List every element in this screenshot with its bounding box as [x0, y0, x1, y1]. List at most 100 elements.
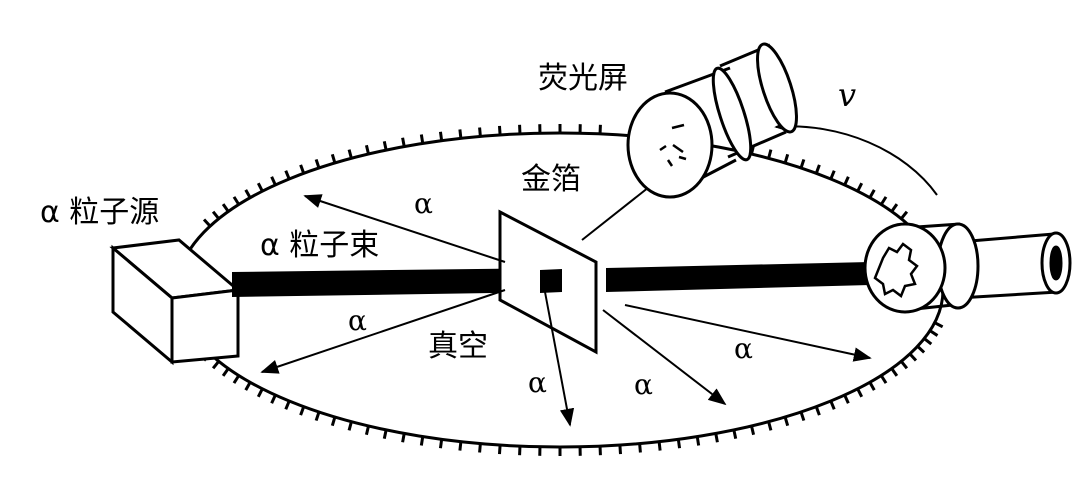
rim-tick [244, 189, 252, 199]
fluorescent-screen-scope [626, 42, 798, 199]
rim-tick [900, 360, 909, 370]
rim-tick [330, 416, 337, 427]
alpha-label-down: α [528, 366, 547, 399]
rim-tick [890, 203, 899, 213]
rim-tick [438, 131, 444, 141]
rim-tick [879, 196, 888, 206]
rim-tick [364, 425, 370, 436]
rim-tick [232, 196, 241, 206]
label-alpha-beam: α 粒子束 [260, 228, 379, 263]
rim-tick [799, 411, 806, 422]
rim-tick [843, 394, 850, 404]
rim-tick [868, 381, 876, 391]
label-alpha-source: α 粒子源 [40, 195, 159, 230]
rim-tick [314, 158, 321, 169]
rim-tick [221, 367, 230, 377]
chamber-rim-serrations [170, 124, 944, 456]
right-scatter-arrow [624, 304, 872, 362]
rim-tick [923, 337, 933, 346]
rim-tick [498, 444, 502, 455]
rim-tick [458, 129, 463, 139]
rim-tick [382, 140, 388, 151]
rim-tick [900, 210, 909, 220]
down-scatter-arrow [544, 291, 575, 427]
rim-tick [916, 345, 926, 354]
rim-tick [767, 421, 773, 431]
rim-tick [347, 421, 353, 431]
rim-tick [676, 439, 682, 449]
rim-tick [284, 170, 291, 180]
rim-tick [750, 425, 756, 436]
rim-tick [498, 125, 502, 136]
rim-tick [314, 411, 321, 422]
rim-tick [843, 176, 850, 186]
back-scatter-arrow [303, 194, 506, 263]
alpha-source-box [109, 238, 242, 366]
rim-tick [714, 433, 719, 443]
rim-tick [419, 436, 425, 446]
rim-tick [382, 429, 388, 440]
rim-tick [638, 443, 642, 453]
scatter-arrows [260, 171, 872, 427]
transmitted-beam [606, 262, 870, 292]
rim-tick [783, 416, 790, 427]
rim-tick [657, 441, 662, 451]
rim-tick [829, 170, 836, 180]
alpha-label-back: α [414, 187, 433, 220]
rim-tick [732, 429, 738, 440]
alpha-beam-bar [232, 268, 560, 297]
rim-tick [256, 182, 264, 192]
rim-tick [211, 210, 220, 220]
rim-tick [933, 321, 944, 329]
rim-tick [270, 394, 277, 404]
alpha-label-lower-right: α [634, 368, 653, 401]
rim-tick [929, 329, 939, 337]
rim-tick [478, 127, 482, 137]
rim-tick [879, 374, 888, 384]
rim-tick [618, 444, 622, 455]
rim-tick [799, 158, 806, 169]
rim-tick [829, 400, 836, 410]
rim-tick [814, 164, 821, 174]
rim-tick [767, 149, 773, 159]
rim-tick [347, 149, 353, 159]
rim-tick [244, 381, 252, 391]
rim-tick [908, 352, 918, 362]
rim-tick [868, 189, 876, 199]
rim-tick [330, 153, 337, 164]
scintillation-flashes [659, 123, 687, 167]
rim-tick [299, 164, 306, 174]
rim-tick [364, 144, 370, 155]
label-fluorescent-screen: 荧光屏 [538, 61, 628, 96]
rim-tick [202, 218, 212, 228]
rotation-arc-arrow [774, 118, 938, 196]
alpha-label-right: α [734, 332, 753, 365]
rim-tick [438, 439, 444, 449]
label-gold-foil: 金箔 [521, 162, 581, 197]
rim-tick [256, 388, 264, 398]
rim-tick [401, 137, 406, 147]
rim-tick [401, 433, 406, 443]
rim-tick [299, 406, 306, 416]
rim-tick [856, 182, 864, 192]
rim-tick [478, 443, 482, 453]
low-left-scatter-arrow [260, 289, 506, 374]
lower-right-scatter-arrow [602, 309, 727, 406]
rim-tick [284, 400, 291, 410]
rim-tick [458, 441, 463, 451]
right-detector [863, 222, 1072, 314]
rim-tick [783, 153, 790, 164]
rim-tick [695, 436, 701, 446]
rim-tick [814, 406, 821, 416]
alpha-beam-front [540, 269, 562, 293]
rim-tick [890, 367, 899, 377]
rim-tick [419, 134, 425, 144]
rim-tick [856, 388, 864, 398]
rim-tick [211, 360, 220, 370]
rim-tick [221, 203, 230, 213]
label-vacuum: 真空 [428, 329, 488, 364]
rim-tick [270, 176, 277, 186]
alpha-label-low-left: α [348, 304, 367, 337]
